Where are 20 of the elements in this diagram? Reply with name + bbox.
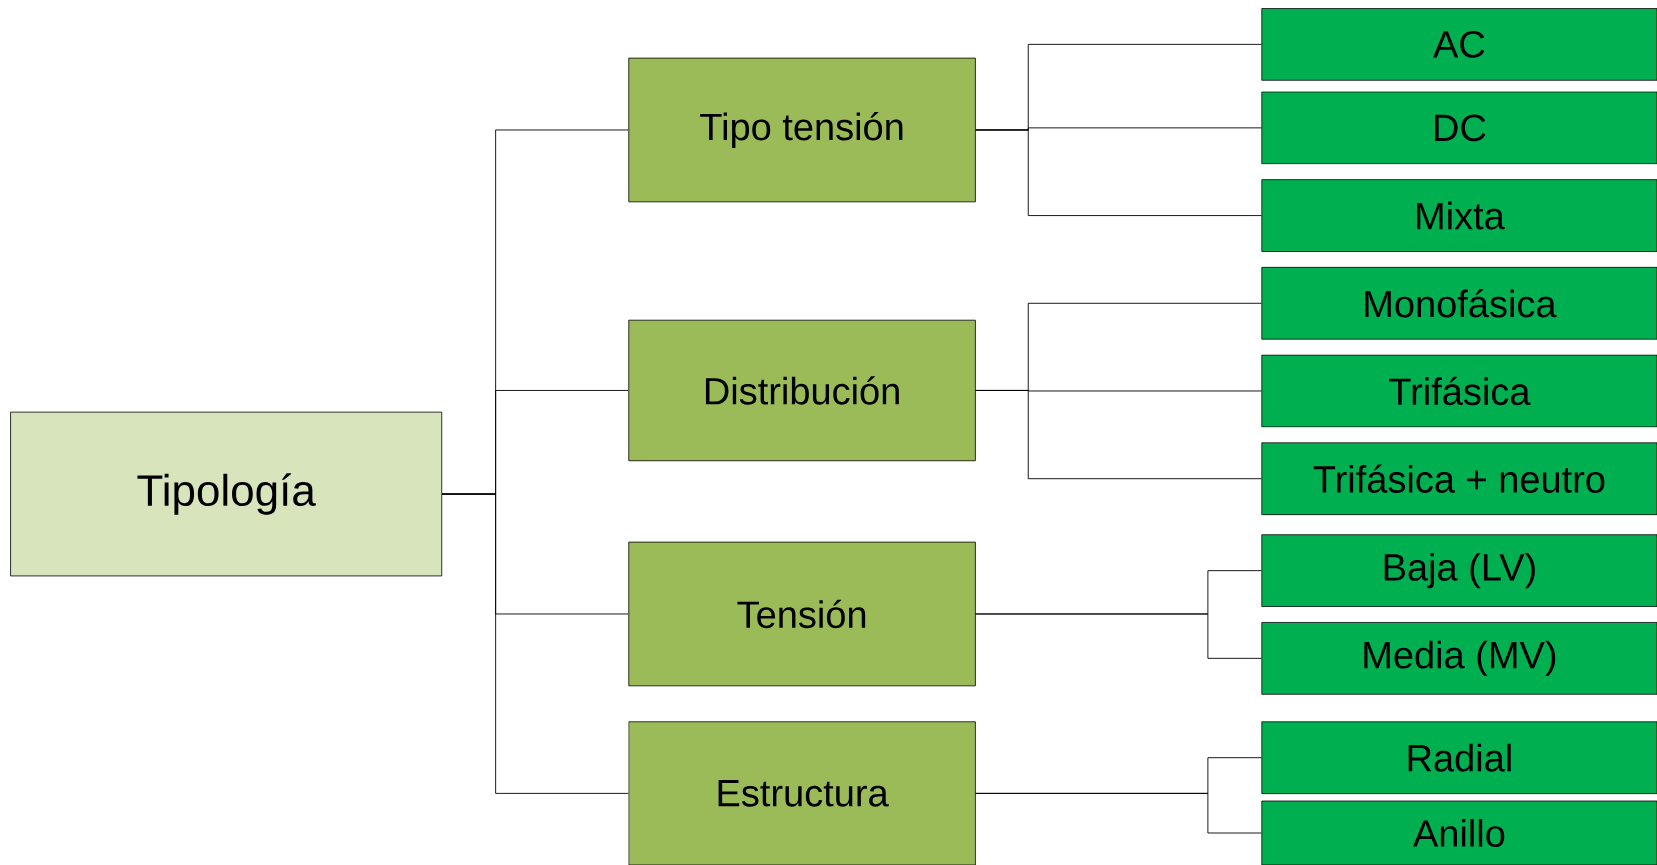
category-box: Estructura — [628, 721, 976, 865]
item-box: Mixta — [1261, 179, 1657, 252]
root-box: Tipología — [10, 411, 443, 577]
item-box: Baja (LV) — [1261, 534, 1657, 607]
connector-line — [975, 613, 1262, 659]
item-box: Radial — [1261, 721, 1657, 795]
connector-line — [441, 493, 629, 794]
item-box: Anillo — [1261, 800, 1657, 865]
connector-line — [975, 129, 1262, 216]
item-box: Monofásica — [1261, 266, 1657, 340]
category-box: Tensión — [628, 541, 976, 687]
item-box: Trifásica + neutro — [1261, 442, 1657, 516]
category-box: Distribución — [628, 319, 976, 462]
item-box: DC — [1261, 91, 1657, 165]
connector-line — [975, 792, 1262, 834]
item-box: Media (MV) — [1261, 622, 1657, 695]
connector-line — [975, 390, 1262, 480]
category-box: Tipo tensión — [628, 57, 976, 203]
item-box: Trifásica — [1261, 354, 1657, 428]
item-box: AC — [1261, 8, 1657, 81]
